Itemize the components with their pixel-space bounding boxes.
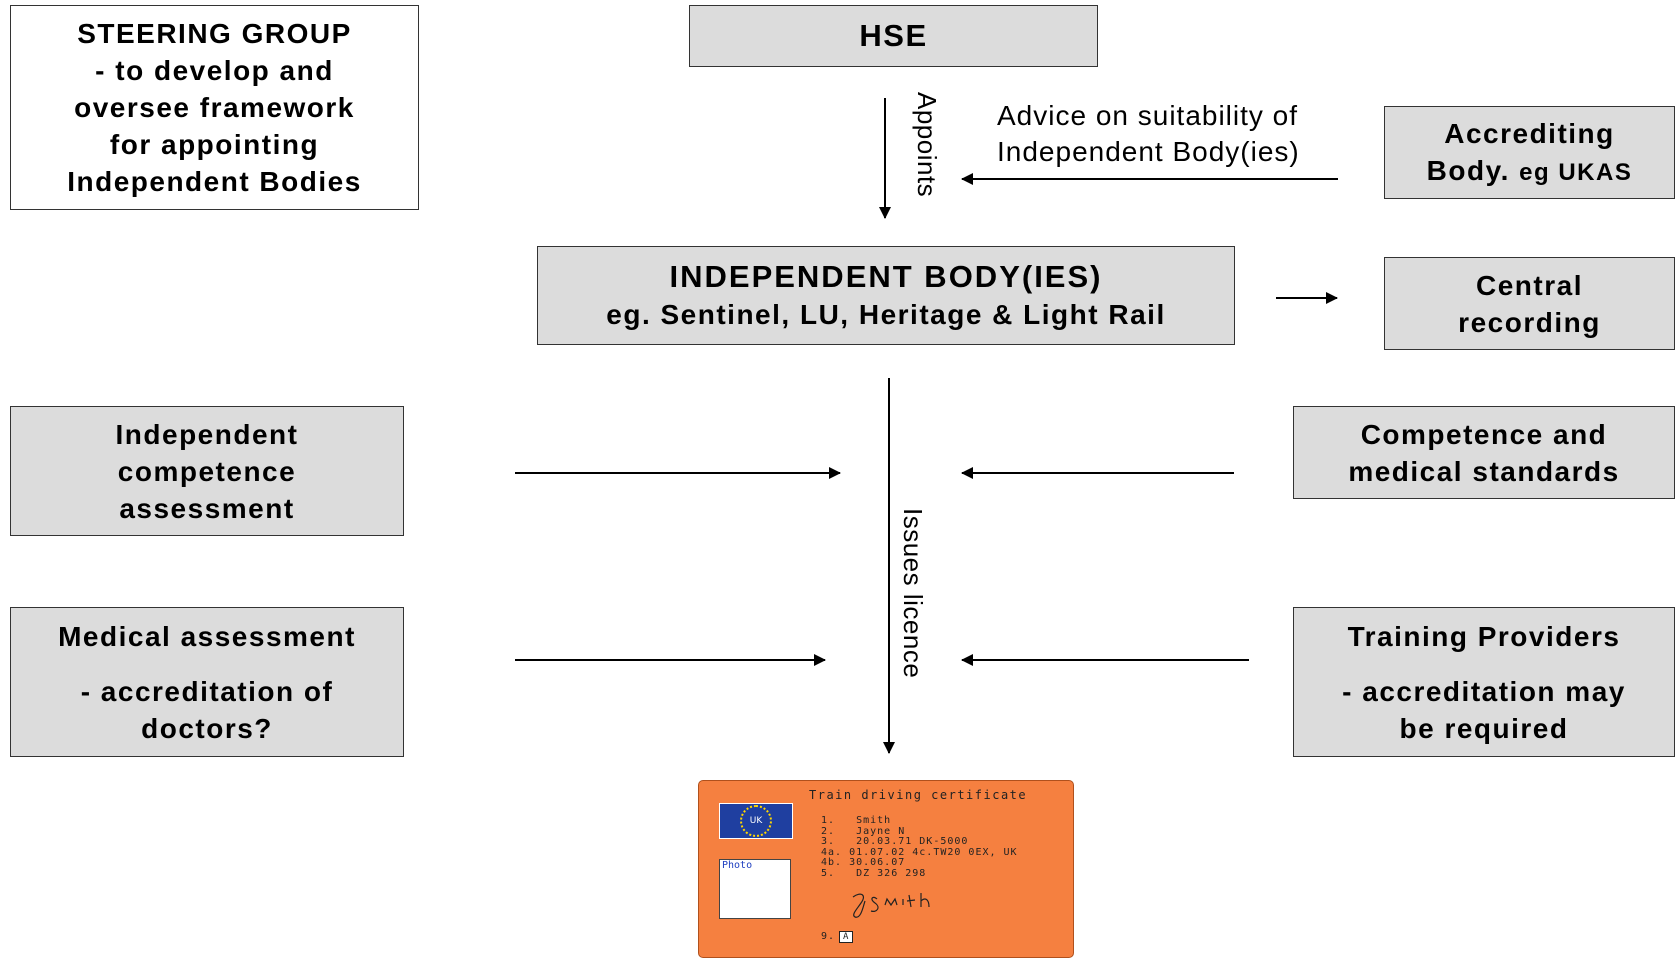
medical-assessment-title: Medical assessment xyxy=(58,620,356,652)
certificate-field: 4b. 30.06.07 xyxy=(821,857,906,868)
steering-group-line-4: for appointing xyxy=(109,129,320,160)
accrediting-body-example: eg UKAS xyxy=(1519,158,1633,186)
flag-country: UK xyxy=(740,805,772,837)
independent-body-subtitle: eg. Sentinel, LU, Heritage & Light Rail xyxy=(606,299,1166,330)
training-providers-sub-2: be required xyxy=(1399,712,1569,744)
issues-licence-label: Issues licence xyxy=(898,508,928,679)
advice-label: Advice on suitability of Independent Bod… xyxy=(997,98,1300,170)
eu-flag-icon: UK xyxy=(719,803,793,839)
central-recording-line-2: recording xyxy=(1458,306,1601,338)
competence-standards-line-1: Competence and xyxy=(1360,418,1608,450)
certificate-field: 2. Jayne N xyxy=(821,825,906,837)
medical-assessment-box: Medical assessment - accreditation of do… xyxy=(10,607,404,757)
accrediting-body-line-1: Accrediting xyxy=(1444,117,1615,149)
certificate-field: 3. 20.03.71 DK-5000 xyxy=(821,836,969,847)
central-recording-box: Central recording xyxy=(1384,257,1675,350)
competence-standards-line-2: medical standards xyxy=(1348,455,1620,487)
steering-group-line-2: - to develop and xyxy=(95,55,334,86)
photo-label: Photo xyxy=(722,860,753,871)
certificate-field: 4a. 01.07.02 4c.TW20 0EX, UK xyxy=(821,846,1018,858)
competence-assessment-line-3: assessment xyxy=(119,492,295,524)
category-label: 9. xyxy=(821,931,836,942)
competence-standards-box: Competence and medical standards xyxy=(1293,406,1675,499)
steering-group-line-5: Independent Bodies xyxy=(67,166,362,197)
train-driving-certificate: Train driving certificate UK Photo 1. Sm… xyxy=(698,780,1074,958)
competence-assessment-box: Independent competence assessment xyxy=(10,406,404,536)
accrediting-body-line-2: Body. eg UKAS xyxy=(1427,152,1633,191)
photo-placeholder: Photo xyxy=(719,859,791,919)
advice-label-line-1: Advice on suitability of xyxy=(997,100,1299,131)
hse-box: HSE xyxy=(689,5,1098,67)
competence-assessment-line-2: competence xyxy=(117,455,297,487)
certificate-title: Train driving certificate xyxy=(809,788,1028,802)
accrediting-body-main: Body. xyxy=(1426,154,1510,186)
certificate-field: 5. DZ 326 298 xyxy=(821,867,927,879)
independent-body-box: INDEPENDENT BODY(IES) eg. Sentinel, LU, … xyxy=(537,246,1235,345)
steering-group-line-3: oversee framework xyxy=(74,92,355,123)
competence-assessment-line-1: Independent xyxy=(115,418,299,450)
training-providers-title: Training Providers xyxy=(1347,620,1621,652)
appoints-label: Appoints xyxy=(912,92,942,198)
training-providers-box: Training Providers - accreditation may b… xyxy=(1293,607,1675,757)
medical-assessment-sub-1: - accreditation of xyxy=(80,675,334,707)
accrediting-body-box: Accrediting Body. eg UKAS xyxy=(1384,106,1675,199)
certificate-field: 1. Smith xyxy=(821,815,892,826)
independent-body-title: INDEPENDENT BODY(IES) xyxy=(669,259,1103,294)
category-field: 9.A xyxy=(821,931,854,943)
medical-assessment-sub-2: doctors? xyxy=(141,712,273,744)
training-providers-sub-1: - accreditation may xyxy=(1342,675,1626,707)
signature-image xyxy=(852,893,930,918)
advice-label-line-2: Independent Body(ies) xyxy=(997,136,1300,167)
hse-label: HSE xyxy=(859,18,928,53)
central-recording-line-1: Central xyxy=(1476,269,1583,301)
steering-group-box: STEERING GROUP - to develop and oversee … xyxy=(10,5,419,210)
steering-group-line-1: STEERING GROUP xyxy=(77,18,352,49)
category-value: A xyxy=(839,931,854,943)
